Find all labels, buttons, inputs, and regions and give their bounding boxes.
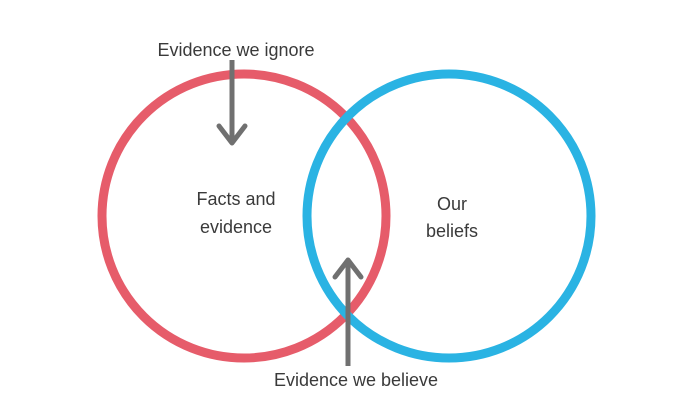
beliefs-label-line-2: beliefs [426,221,478,241]
beliefs-circle [302,69,596,363]
believe-arrow [332,257,364,366]
believe-arrow-head [332,257,364,280]
facts-label-line-1: Facts and [196,189,275,209]
ignore-label: Evidence we ignore [157,40,314,60]
ignore-arrow-head [216,123,248,146]
believe-label: Evidence we believe [274,370,438,390]
ignore-arrow [216,60,248,146]
facts-circle [97,69,391,363]
beliefs-label-line-1: Our [437,194,467,214]
facts-label-line-2: evidence [200,217,272,237]
